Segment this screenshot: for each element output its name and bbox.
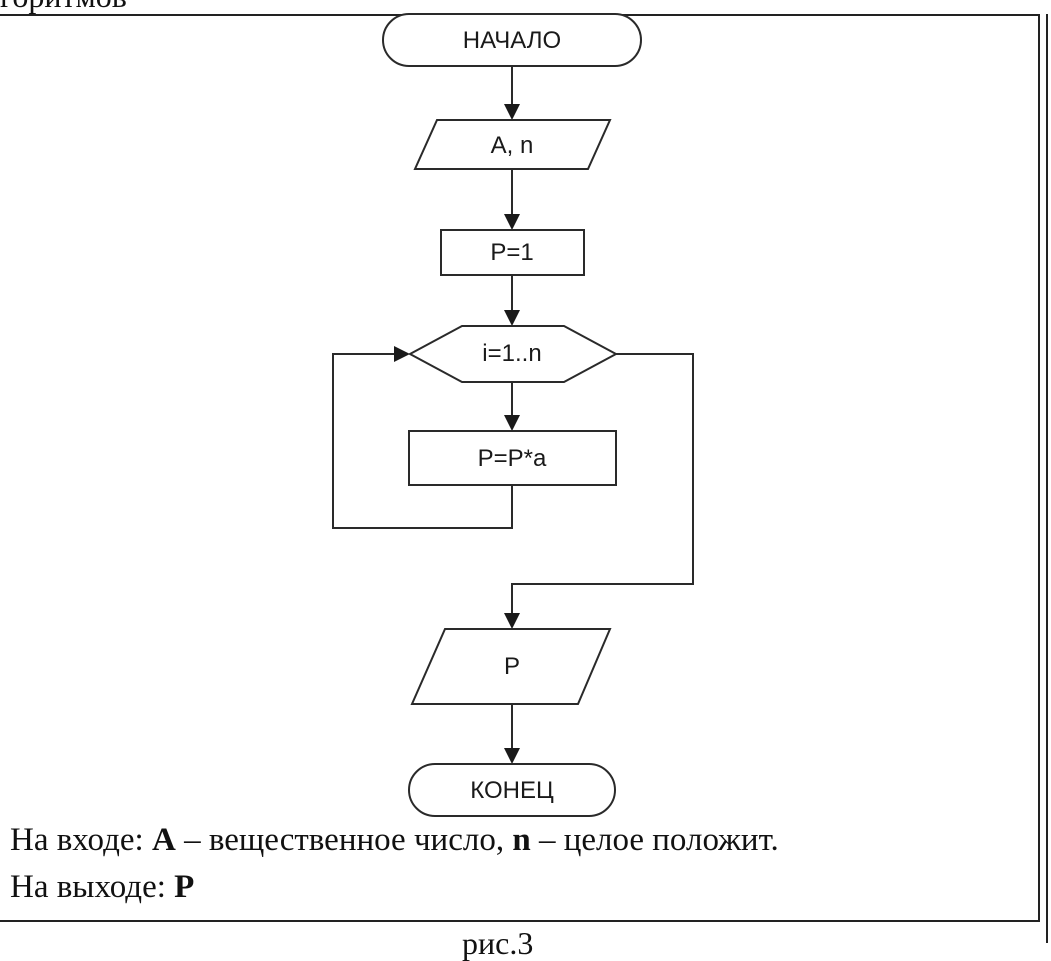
end-terminator <box>408 763 616 817</box>
arrow-head <box>504 104 520 120</box>
output-description: На выходе: P <box>10 867 194 907</box>
input-label: A, n <box>491 132 534 159</box>
input-var-a: A <box>151 822 176 858</box>
connector-loop-exit <box>511 353 694 613</box>
arrow-head <box>504 214 520 230</box>
output-description-prefix: На выходе: <box>10 869 175 905</box>
arrow-head <box>504 613 520 629</box>
output-parallelogram <box>410 628 612 705</box>
start-label: НАЧАЛО <box>463 27 561 54</box>
body-label: P=P*a <box>478 445 547 472</box>
table-right-border <box>1046 14 1048 943</box>
arrow-head <box>504 748 520 764</box>
input-var-a-description: – вещественное число, <box>175 822 513 858</box>
input-var-n-description: – целое положит. <box>530 822 779 858</box>
output-label: P <box>504 653 520 680</box>
init-process <box>440 229 585 276</box>
connector-loop-back <box>332 353 513 529</box>
input-description-prefix: На входе: <box>10 822 152 858</box>
end-label: КОНЕЦ <box>470 777 554 804</box>
arrow-head <box>394 346 410 362</box>
input-var-n: n <box>512 822 531 858</box>
page-top-fragment: горитмов <box>0 0 127 14</box>
page-bottom-fragment: рис.3 <box>462 925 534 961</box>
arrow-head <box>504 310 520 326</box>
input-parallelogram <box>413 119 612 170</box>
body-process <box>408 430 617 486</box>
output-var-p: P <box>174 869 195 905</box>
init-label: P=1 <box>490 239 533 266</box>
loop-label: i=1..n <box>482 340 541 367</box>
input-description: На входе: A – вещественное число, n – це… <box>10 820 779 860</box>
arrow-head <box>504 415 520 431</box>
